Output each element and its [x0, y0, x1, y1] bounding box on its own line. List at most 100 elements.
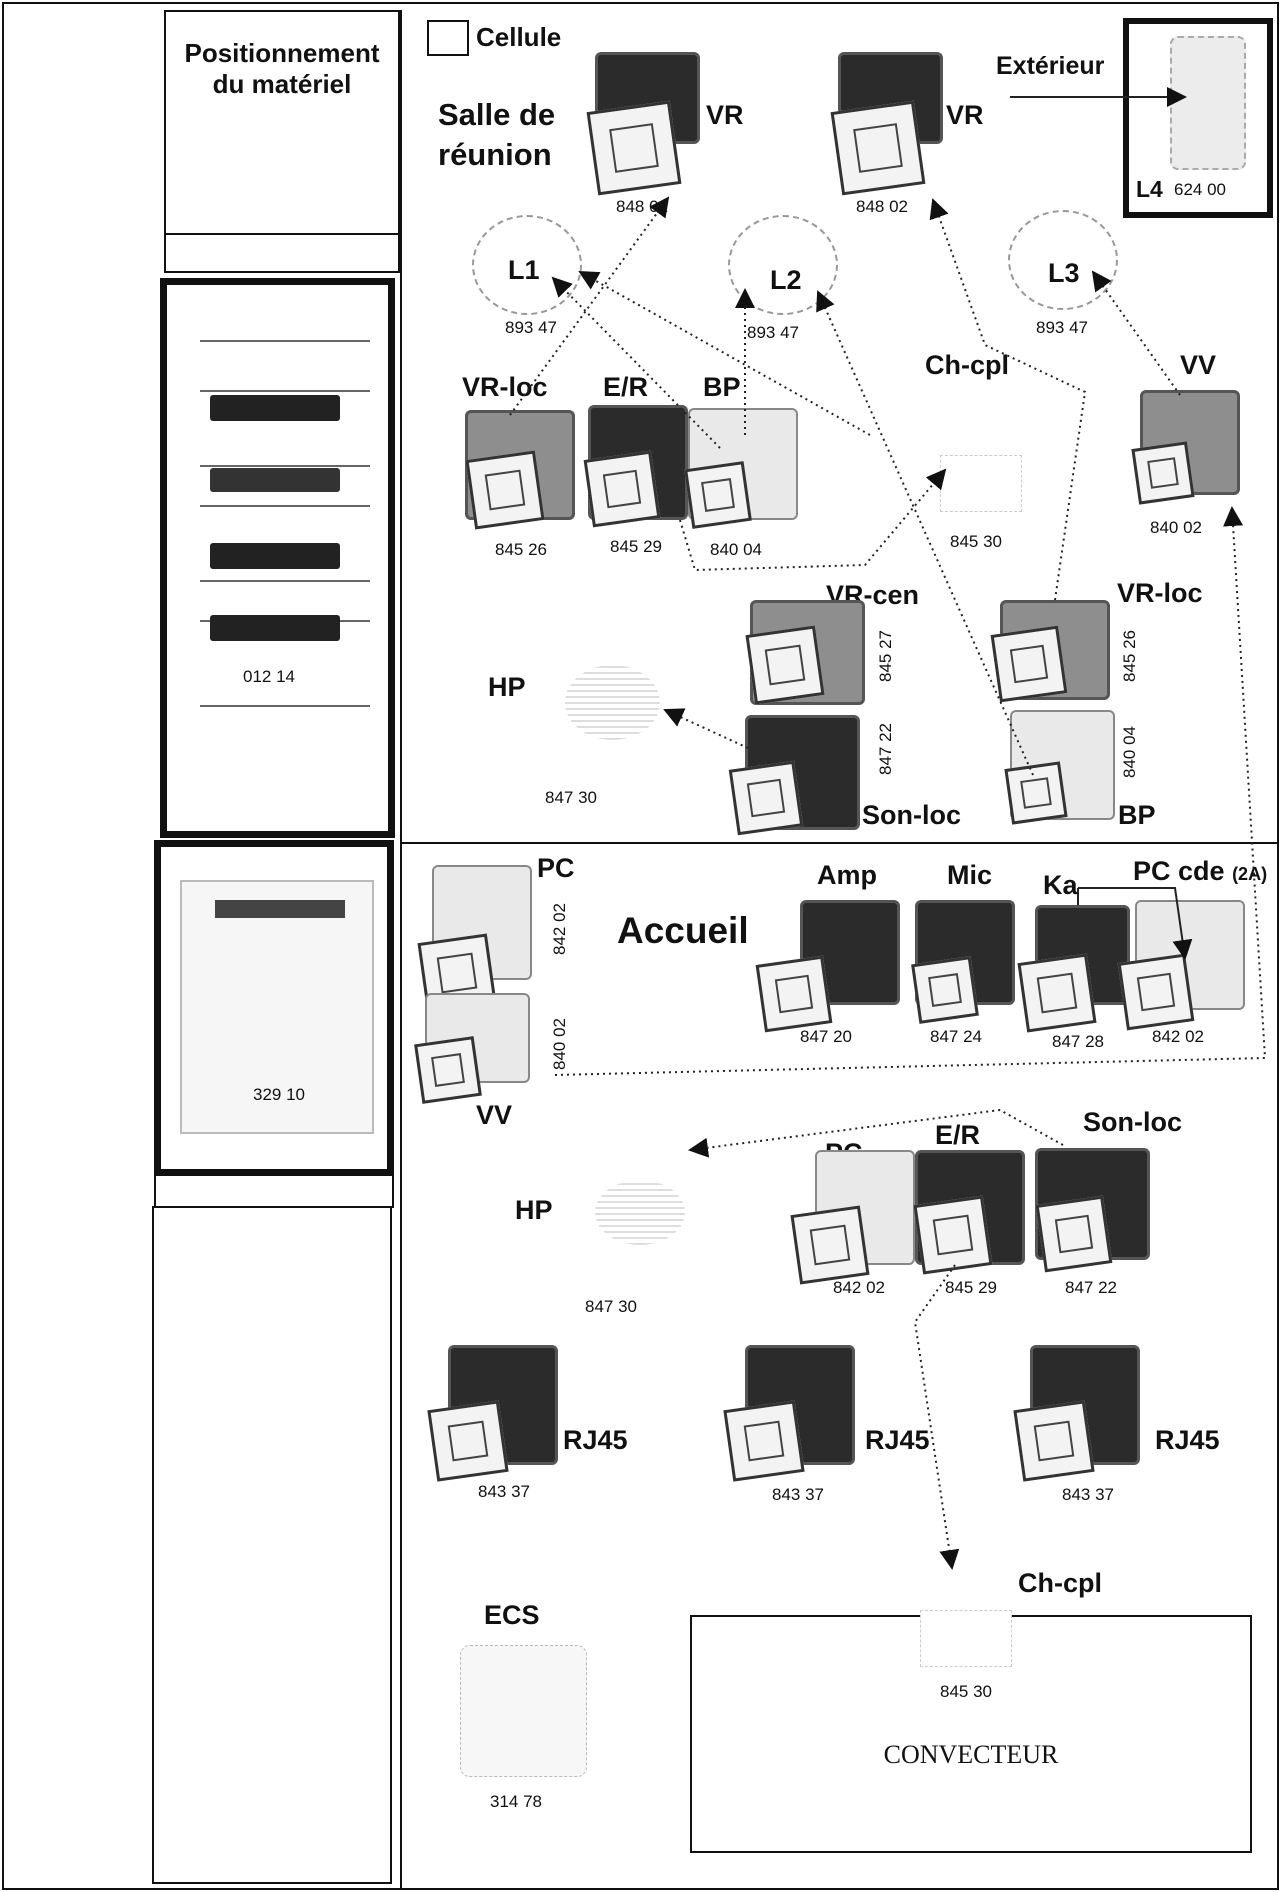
distribution-panel-1 — [160, 278, 395, 838]
cellule-legend-box — [427, 20, 469, 56]
vrloc-code: 845 26 — [495, 540, 547, 559]
er-code: 845 29 — [610, 537, 662, 556]
er-label: E/R — [603, 372, 649, 402]
chcpl-code: 845 30 — [950, 532, 1002, 551]
link-er-chcpl — [679, 468, 947, 572]
exterieur-box — [1123, 18, 1273, 218]
vr2-code: 848 02 — [856, 197, 908, 216]
link-sonloc-hp — [663, 708, 749, 749]
rj1-label: RJ45 — [563, 1425, 628, 1455]
er-acc-code: 845 29 — [945, 1278, 997, 1297]
hp-acc-label: HP — [515, 1195, 553, 1225]
rj3-code: 843 37 — [1062, 1485, 1114, 1504]
salle-title: Salle de réunion — [438, 97, 556, 172]
vrloc-label: VR-loc — [462, 372, 548, 402]
amp-label: Amp — [817, 860, 877, 890]
panel-code-2: 329 10 — [253, 1085, 305, 1104]
vr1-label: VR — [706, 100, 744, 130]
l2-lamp — [728, 215, 838, 315]
link-bp2-l2 — [816, 290, 1034, 776]
hp-speaker — [565, 665, 660, 740]
l1-label: L1 — [508, 255, 540, 285]
vv-code: 840 02 — [1150, 518, 1202, 537]
ka-code: 847 28 — [1052, 1032, 1104, 1051]
chcpl-label: Ch-cpl — [925, 350, 1009, 380]
l2-label: L2 — [770, 265, 802, 295]
link-chcpl-l1 — [578, 271, 871, 436]
pccde-label: PC cde (2A) — [1133, 856, 1267, 887]
bp-label: BP — [703, 372, 741, 402]
rj1-code: 843 37 — [478, 1482, 530, 1501]
panel-2-bar — [215, 900, 345, 918]
vr2-label: VR — [946, 100, 984, 130]
l1-lamp — [472, 215, 582, 315]
breaker-rail-2 — [200, 390, 370, 392]
l4-code: 624 00 — [1174, 180, 1226, 199]
chcpl-acc-code: 845 30 — [940, 1682, 992, 1701]
mic-label: Mic — [947, 860, 993, 890]
panel-code-1: 012 14 — [243, 667, 295, 686]
exterieur-label: Extérieur — [996, 52, 1105, 80]
breaker-rail-3 — [200, 465, 370, 467]
chcpl-acc-device — [920, 1610, 1012, 1667]
sonloc-acc-label: Son-loc — [1083, 1107, 1182, 1137]
panel-2-device — [180, 880, 374, 1134]
l4-label: L4 — [1136, 176, 1163, 202]
amp-code: 847 20 — [800, 1027, 852, 1046]
pccde-suffix: (2A) — [1232, 864, 1268, 884]
section-divider — [400, 842, 1279, 844]
mic-code: 847 24 — [930, 1027, 982, 1046]
hp-code: 847 30 — [545, 788, 597, 807]
accueil-title: Accueil — [617, 910, 749, 951]
link-ka-pccde-2 — [1078, 887, 1193, 960]
sonloc-label: Son-loc — [862, 800, 961, 830]
breaker-rail-4 — [200, 505, 370, 507]
rj3-label: RJ45 — [1155, 1425, 1220, 1455]
pc2-code: 842 02 — [833, 1278, 885, 1297]
hp-label: HP — [488, 672, 526, 702]
sidebar-bottom-box — [152, 1206, 392, 1884]
breaker-rail-5 — [200, 580, 370, 582]
rj2-code: 843 37 — [772, 1485, 824, 1504]
breaker-rail-1 — [200, 340, 370, 342]
sidebar-spacer — [164, 233, 400, 273]
er-acc-label: E/R — [935, 1120, 981, 1150]
main-left-border — [400, 10, 402, 1890]
vv-acc-label: VV — [476, 1100, 513, 1130]
hp-acc-speaker — [595, 1180, 685, 1245]
bp-code: 840 04 — [710, 540, 762, 559]
breaker-rail-7 — [200, 705, 370, 707]
chcpl-acc-label: Ch-cpl — [1018, 1568, 1102, 1598]
link-er-acc-chcpl — [913, 1264, 960, 1570]
link-vv-l3 — [1091, 270, 1181, 396]
ecs-label: ECS — [484, 1600, 540, 1630]
breaker-1 — [210, 395, 340, 421]
link-vrloc2-vr2 — [929, 198, 1087, 601]
l3-lamp — [1008, 210, 1118, 310]
ecs-code: 314 78 — [490, 1792, 542, 1811]
l2-code: 893 47 — [747, 323, 799, 342]
l3-code: 893 47 — [1036, 318, 1088, 337]
convecteur-label: CONVECTEUR — [883, 1740, 1059, 1769]
sidebar-title: Positionnement du matériel — [184, 38, 380, 99]
breaker-4 — [210, 615, 340, 641]
rj2-label: RJ45 — [865, 1425, 930, 1455]
pc1-label: PC — [537, 853, 575, 883]
sonloc-acc-code: 847 22 — [1065, 1278, 1117, 1297]
breaker-3 — [210, 543, 340, 569]
pccde-label-text: PC cde — [1133, 856, 1225, 886]
link-vv-acc-vv — [554, 506, 1267, 1076]
ecs-device — [460, 1645, 587, 1777]
ka-label: Ka — [1043, 870, 1078, 900]
l3-label: L3 — [1048, 258, 1080, 288]
link-vrloc-vr1 — [509, 196, 670, 416]
link-bp-l1 — [551, 276, 721, 449]
cellule-legend-label: Cellule — [476, 22, 562, 52]
vrloc2-label: VR-loc — [1117, 578, 1203, 608]
pccde-code: 842 02 — [1152, 1027, 1204, 1046]
link-sonloc-acc-hp — [688, 1108, 1064, 1158]
bp2-label: BP — [1118, 800, 1156, 830]
breaker-2 — [210, 468, 340, 492]
